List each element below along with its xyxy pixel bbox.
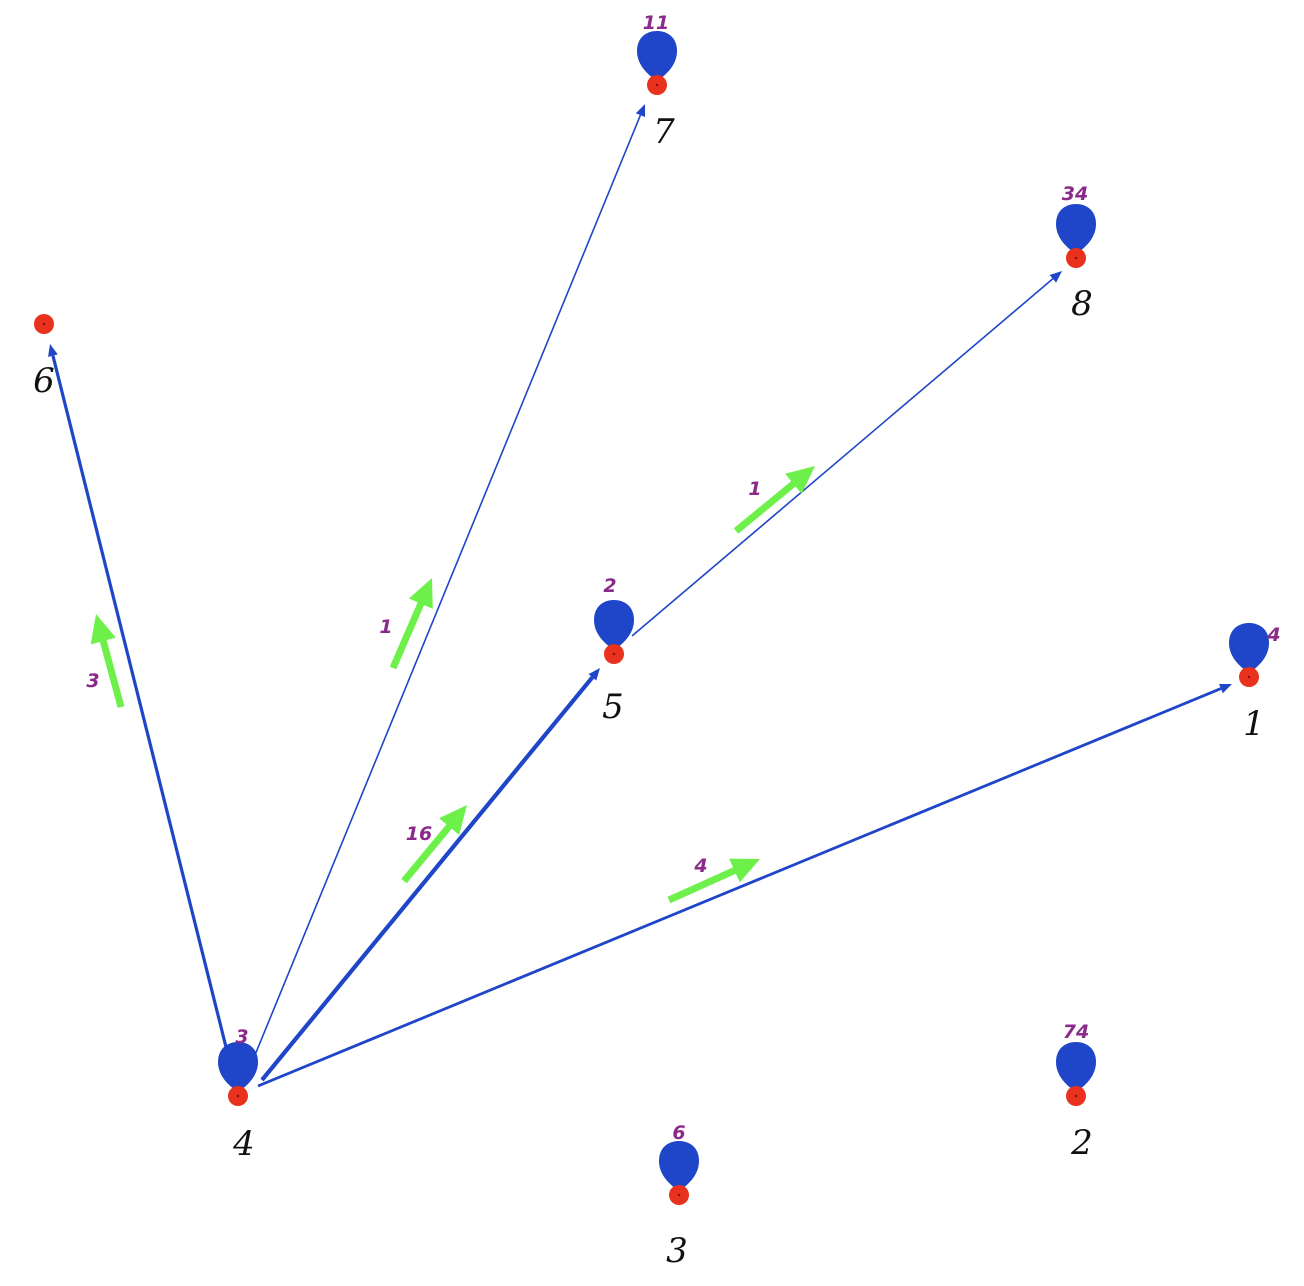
flow-arrow-head [408, 578, 433, 609]
node-label: 8 [1071, 284, 1093, 324]
edge-line [254, 114, 642, 1056]
flow-arrow-4-to-7: 1 [379, 578, 433, 670]
node-label: 2 [1070, 1123, 1093, 1163]
edge-4-to-6 [48, 344, 230, 1056]
node-label: 5 [602, 687, 624, 727]
edge-count: 3 [86, 670, 99, 692]
edge-arrowhead [1219, 683, 1232, 694]
flow-arrows-layer: 3 1 16 4 1 [86, 466, 815, 904]
flow-arrow-head [785, 466, 815, 494]
edge-count: 1 [379, 616, 392, 638]
node-center [1074, 256, 1078, 260]
edge-line [260, 675, 595, 1082]
self-loop-count: 2 [603, 575, 616, 597]
node-8: 34 8 [1056, 183, 1096, 324]
edge-line [257, 687, 1222, 1088]
node-3: 63 [659, 1122, 699, 1271]
node-center [655, 83, 659, 87]
flow-arrow-head [729, 858, 760, 883]
self-loop [637, 31, 677, 81]
edge-4-to-7 [254, 104, 646, 1056]
flow-arrow-4-to-1: 4 [667, 855, 760, 904]
edge-5-to-8 [631, 271, 1062, 637]
node-5: 25 [594, 575, 634, 727]
node-label: 4 [232, 1124, 255, 1164]
self-loop [1229, 623, 1269, 673]
node-center [612, 652, 616, 656]
flow-arrow-shaft [733, 479, 798, 534]
edge-count: 16 [406, 823, 432, 845]
edges-layer [48, 104, 1232, 1088]
flow-arrow-shaft [99, 638, 125, 708]
self-loop [1056, 204, 1096, 254]
edge-count: 1 [748, 478, 761, 500]
self-loop-count: 6 [672, 1122, 685, 1144]
node-6: 6 [33, 314, 55, 401]
node-label: 1 [1243, 704, 1265, 744]
node-label: 3 [666, 1231, 688, 1271]
node-center [1247, 675, 1251, 679]
flow-arrow-4-to-6: 3 [86, 614, 125, 708]
edge-arrowhead [48, 344, 58, 357]
flow-arrow-shaft [389, 600, 425, 670]
node-label: 6 [33, 361, 55, 401]
node-center [42, 322, 46, 326]
node-2: 74 2 [1056, 1021, 1096, 1163]
node-center [677, 1193, 681, 1197]
flow-arrow-5-to-8: 1 [733, 466, 815, 534]
node-1: 41 [1229, 623, 1281, 744]
flow-arrow-shaft [667, 866, 738, 904]
node-4: 34 [218, 1026, 258, 1164]
self-loop [1056, 1042, 1096, 1092]
flow-arrow-head [439, 805, 467, 835]
self-loop [218, 1042, 258, 1092]
self-loop-count: 3 [235, 1026, 248, 1048]
self-loop-count: 34 [1062, 183, 1088, 205]
node-center [1074, 1094, 1078, 1098]
node-label: 7 [653, 112, 675, 152]
edge-line [51, 355, 230, 1056]
flow-arrow-4-to-5: 16 [401, 805, 467, 884]
edge-line [631, 278, 1054, 637]
flow-arrow-shaft [401, 822, 454, 884]
self-loop [659, 1141, 699, 1191]
flow-arrow-head [90, 614, 116, 645]
self-loop [594, 600, 634, 650]
edge-count: 4 [693, 855, 707, 877]
self-loop-count: 4 [1266, 624, 1280, 646]
self-loop-count: 74 [1063, 1021, 1089, 1043]
node-center [236, 1094, 240, 1098]
edge-arrowhead [635, 104, 646, 117]
edge-arrowhead [1049, 271, 1062, 283]
self-loop-count: 11 [643, 12, 669, 34]
edge-arrowhead [588, 668, 600, 681]
edge-4-to-1 [257, 683, 1232, 1088]
node-7: 11 7 [637, 12, 677, 152]
edge-4-to-5 [260, 668, 600, 1082]
